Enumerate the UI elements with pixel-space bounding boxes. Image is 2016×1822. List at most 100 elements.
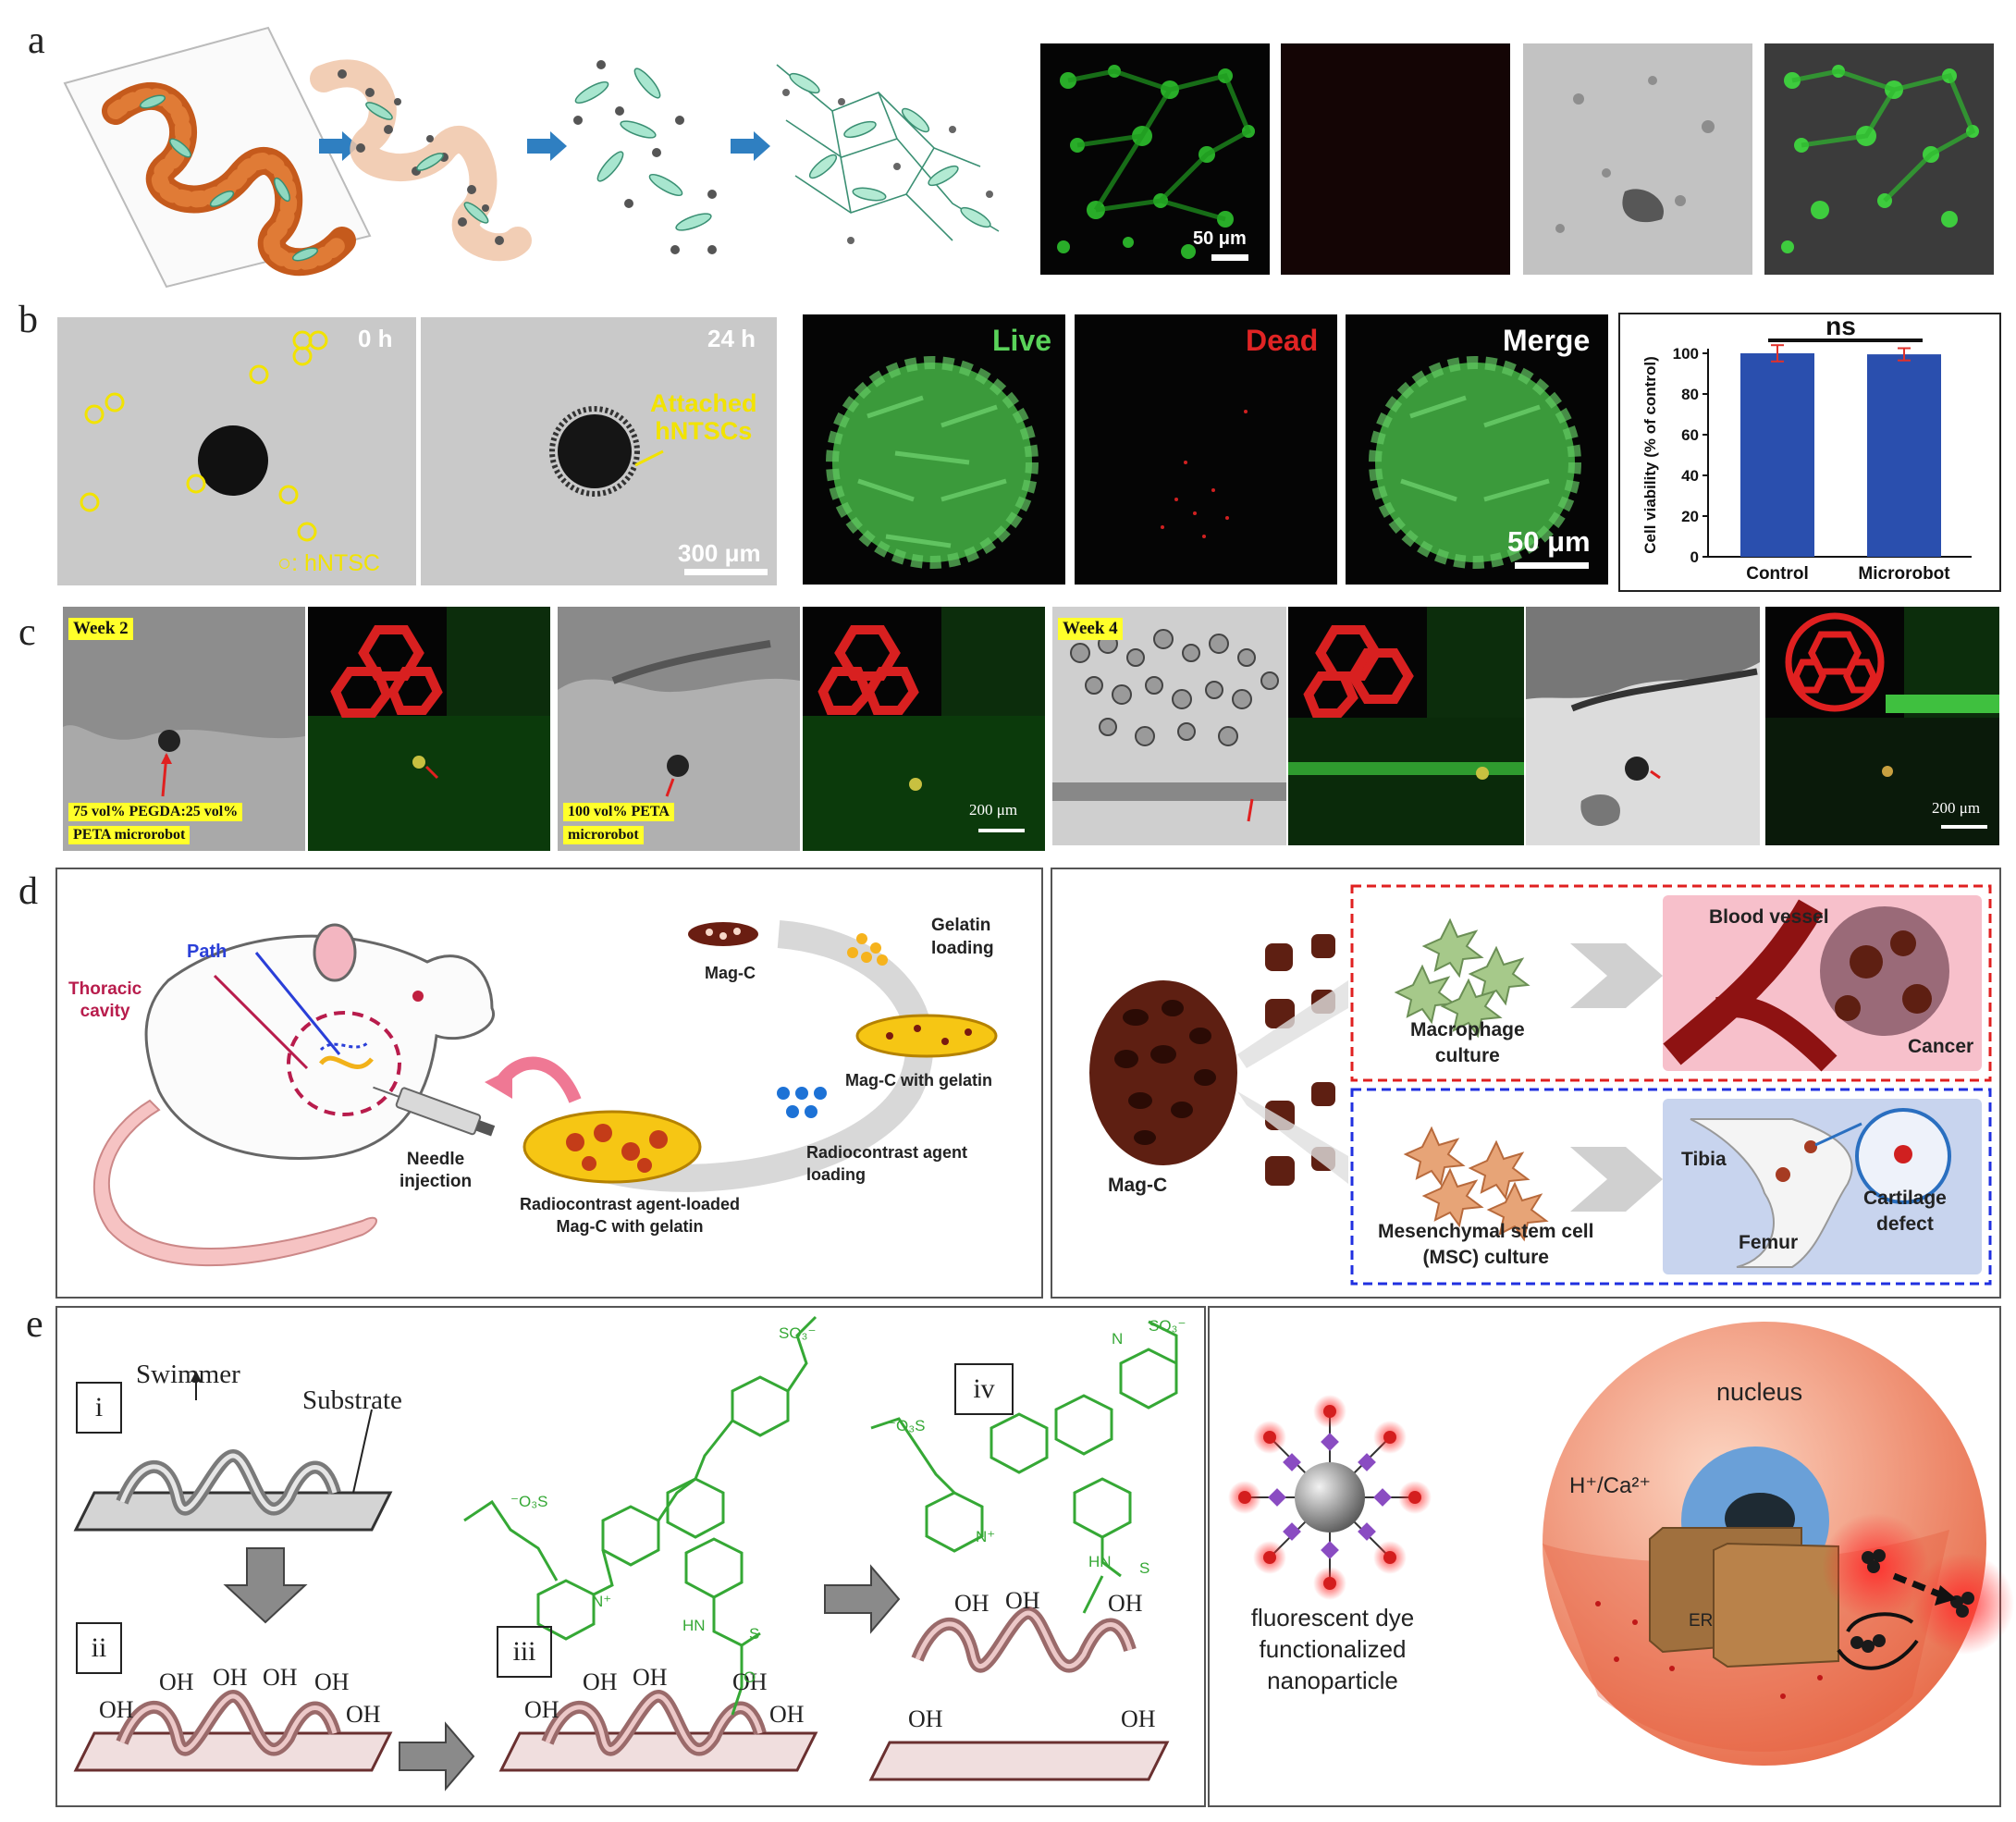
panel-f-nanoparticle-line1: fluorescent dye — [1250, 1604, 1415, 1631]
panel-d-macrophage-line2: culture — [1434, 1045, 1500, 1066]
panel-a-brightfield-image — [1523, 43, 1752, 275]
panel-e-step-iii: iii — [497, 1626, 552, 1678]
panel-e-oh-16: OH — [1121, 1705, 1156, 1732]
panel-c-tag2-line2: microrobot — [563, 826, 644, 844]
panel-d-magc-top: Mag-C — [705, 964, 756, 982]
panel-d-cartilage-label: Cartilage defect — [1863, 1186, 1947, 1237]
panel-e-so3-iii: SO₃⁻ — [779, 1324, 817, 1342]
panel-d-msc-line1: Mesenchymal stem cell — [1378, 1221, 1594, 1242]
panel-b-merge-image: Merge 50 μm — [1346, 314, 1608, 585]
panel-a-dead-image — [1281, 43, 1510, 275]
panel-c-tag1-line1: 75 vol% PEGDA:25 vol% — [68, 803, 243, 821]
panel-e-o3s-iii: ⁻O₃S — [510, 1493, 548, 1510]
y-tick-label: 20 — [1681, 508, 1699, 525]
panel-d-thoracic-line1: Thoracic — [68, 979, 142, 999]
panel-d-msc-line2: (MSC) culture — [1422, 1247, 1549, 1268]
panel-e-so3-iv: SO₃⁻ — [1149, 1317, 1186, 1335]
x-tick-label: Microrobot — [1858, 564, 1950, 584]
panel-d-right-frame: Mag-C Macrophage culture Blood vessel Ca… — [1051, 868, 2001, 1299]
panel-e-nplus-iv: N⁺ — [976, 1528, 996, 1545]
panel-e-swimmer: Swimmer — [136, 1360, 240, 1389]
panel-d-radio-loaded: Radiocontrast agent-loaded Mag-C with ge… — [520, 1193, 740, 1237]
panel-e-oh-10: OH — [732, 1668, 768, 1695]
panel-e-s-iv: S — [1139, 1559, 1150, 1577]
panel-d-needle-line1: Needle — [406, 1150, 465, 1169]
panel-d-femur: Femur — [1739, 1232, 1799, 1253]
y-tick-label: 60 — [1681, 426, 1699, 444]
panel-c-fl-4: 200 μm — [1765, 607, 1999, 845]
panel-e-frame: Swimmer Substrate i ii iii iv OH OH OH O… — [55, 1306, 1206, 1807]
panel-c-week2-tag: Week 2 — [68, 618, 133, 640]
panel-e-step-ii: ii — [76, 1622, 122, 1674]
panel-d-cancer: Cancer — [1908, 1036, 1974, 1057]
panel-e-illustration — [73, 1315, 1178, 1791]
panel-f-frame: fluorescent dye functionalized nanoparti… — [1208, 1306, 2014, 1807]
panel-d-msc-label: Mesenchymal stem cell (MSC) culture — [1378, 1219, 1593, 1271]
panel-b-attached-label: Attached hNTSCs — [650, 389, 757, 445]
panel-e-nplus-iii: N⁺ — [592, 1593, 612, 1610]
panel-c-scale-1: 200 μm — [969, 801, 1018, 819]
panel-d-left-illustration — [92, 920, 998, 1267]
panel-e-oh-5: OH — [314, 1668, 350, 1695]
panel-d-gelatin-loading-line2: loading — [931, 939, 994, 958]
panel-label-b: b — [18, 299, 38, 341]
significance-label: ns — [1825, 312, 1856, 340]
panel-b-0h-content — [80, 330, 328, 542]
panel-d-thoracic-line2: cavity — [80, 1002, 130, 1021]
panel-b-time-24: 24 h — [707, 325, 756, 352]
panel-d-blood-vessel: Blood vessel — [1709, 906, 1829, 928]
panel-b-attached-line2: hNTSCs — [655, 417, 753, 445]
panel-c-bf-1: Week 2 75 vol% PEGDA:25 vol% PETA micror… — [63, 607, 305, 851]
panel-e-oh-9: OH — [633, 1664, 668, 1691]
panel-e-hn-iii: HN — [682, 1617, 706, 1634]
panel-c-scale-bar-1 — [978, 829, 1025, 832]
panel-b-0h-image: 0 h ○: hNTSC — [57, 317, 416, 585]
panel-b-scale-bar-fl — [1515, 562, 1589, 569]
panel-f-er: ER — [1689, 1611, 1714, 1631]
panel-e-oh-8: OH — [583, 1668, 618, 1695]
panel-b-time-0: 0 h — [358, 325, 393, 352]
panel-e-oh-6: OH — [346, 1701, 381, 1728]
y-tick-label: 100 — [1673, 345, 1699, 363]
panel-b-dead-label: Dead — [1246, 324, 1319, 357]
panel-label-a: a — [28, 19, 45, 62]
panel-c-bf-4-tissue — [1526, 607, 1760, 827]
panel-label-c: c — [18, 611, 36, 654]
panel-d-radio-loading-line2: loading — [806, 1165, 866, 1184]
panel-e-oh-4: OH — [263, 1664, 298, 1691]
panel-d-path-label: Path — [187, 942, 227, 962]
y-tick-label: 40 — [1681, 467, 1699, 485]
panel-b-live-sphere — [826, 356, 1039, 569]
y-tick-label: 80 — [1681, 386, 1699, 403]
panel-e-oh-14: OH — [1108, 1590, 1143, 1617]
panel-d-needle-line2: injection — [400, 1172, 473, 1191]
panel-e-oh-15: OH — [908, 1705, 943, 1732]
panel-a-schematic — [63, 26, 1000, 289]
panel-f-nucleus: nucleus — [1716, 1378, 1803, 1406]
panel-label-e: e — [26, 1303, 43, 1346]
panel-e-step-i: i — [76, 1382, 122, 1434]
panel-c-scale-2: 200 μm — [1932, 799, 1981, 817]
panel-c-bf-2-tissue — [558, 607, 800, 797]
panel-b-live-image: Live — [803, 314, 1065, 585]
panel-c-fl-4-content — [1765, 607, 1999, 845]
panel-d-gelatin-loading-line1: Gelatin — [931, 916, 991, 935]
panel-b-scale-label-fl: 50 μm — [1507, 525, 1591, 558]
panel-c-scale-bar-2 — [1941, 825, 1987, 829]
panel-a-scale-bar — [1211, 254, 1248, 261]
panel-d-radio-loading-line1: Radiocontrast agent — [806, 1143, 968, 1162]
panel-e-n-iv: N — [1112, 1330, 1124, 1348]
panel-e-o3s-iv: ⁻O₃S — [888, 1417, 926, 1434]
panel-c-fl-3-content — [1288, 607, 1524, 845]
panel-e-hn-iv: HN — [1088, 1553, 1112, 1570]
panel-d-needle-label: Needle injection — [400, 1149, 472, 1193]
panel-c-fl-3 — [1288, 607, 1524, 845]
panel-e-step-iv: iv — [954, 1363, 1014, 1415]
panel-b-24h-image: 24 h Attached hNTSCs 300 μm — [421, 317, 777, 585]
bar-control — [1740, 353, 1814, 557]
panel-b-attached-line1: Attached — [650, 389, 757, 417]
panel-c-tag2-line1: 100 vol% PETA — [563, 803, 674, 821]
x-tick-label: Control — [1746, 564, 1809, 584]
